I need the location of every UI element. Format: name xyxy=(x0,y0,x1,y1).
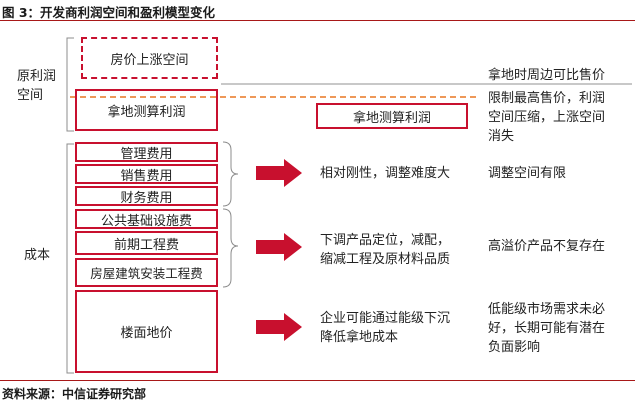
box-public-infra-fee: 公共基础设施费 xyxy=(75,209,218,229)
note-land-line-1: 企业可能通过能级下沉 xyxy=(320,311,451,326)
engineering-brace xyxy=(222,208,239,288)
box-land-calc-profit: 拿地测算利润 xyxy=(75,89,218,131)
box-land-calc-profit-new: 拿地测算利润 xyxy=(316,103,468,129)
note-land: 企业可能通过能级下沉 降低拿地成本 xyxy=(320,309,450,347)
note-engineering-line-2: 缩减工程及原材料品质 xyxy=(320,252,451,267)
right-note-land-line-3: 负面影响 xyxy=(488,340,541,355)
right-note-fees: 调整空间有限 xyxy=(488,166,567,181)
engineering-arrow xyxy=(256,233,302,261)
right-note-land: 低能级市场需求未必 好，长期可能有潜在 负面影响 xyxy=(488,300,605,357)
box-sales-fee: 销售费用 xyxy=(75,164,218,184)
group-label-profit-space: 原利润空间 xyxy=(17,67,56,105)
box-price-increase-space: 房价上涨空间 xyxy=(81,37,218,79)
right-note-price-limit-line-2: 限制最高售价，利润 xyxy=(488,91,606,106)
box-preliminary-eng-fee: 前期工程费 xyxy=(75,231,218,255)
right-note-price-limit-line-3: 空间压缩，上涨空间 xyxy=(488,110,606,125)
right-note-price-limit: 拿地时周边可比售价 限制最高售价，利润 空间压缩，上涨空间 消失 xyxy=(488,66,605,146)
fees-brace xyxy=(222,141,239,207)
note-fees-rigid: 相对刚性，调整难度大 xyxy=(320,166,451,181)
cost-group-bracket xyxy=(66,143,74,374)
box-land-price: 楼面地价 xyxy=(75,290,218,373)
group-label-cost: 成本 xyxy=(24,248,51,263)
title-rule xyxy=(0,20,635,21)
figure-title: 图 3：开发商利润空间和盈利模型变化 xyxy=(2,5,216,20)
note-land-line-2: 降低拿地成本 xyxy=(320,330,399,345)
source-rule xyxy=(0,380,635,381)
box-building-install-fee: 房屋建筑安装工程费 xyxy=(75,258,218,287)
land-arrow xyxy=(256,313,302,341)
right-note-land-line-1: 低能级市场需求未必 xyxy=(488,302,606,317)
note-engineering: 下调产品定位，减配， 缩减工程及原材料品质 xyxy=(320,231,450,269)
right-note-price-limit-line-4: 消失 xyxy=(488,129,515,144)
figure-source: 资料来源：中信证券研究部 xyxy=(2,387,147,401)
group-label-profit-space-text: 原利润空间 xyxy=(17,69,57,103)
box-financial-fee: 财务费用 xyxy=(75,186,218,206)
profit-group-bracket xyxy=(66,37,74,132)
right-note-land-line-2: 好，长期可能有潜在 xyxy=(488,321,606,336)
right-note-engineering: 高溢价产品不复存在 xyxy=(488,239,606,254)
box-management-fee: 管理费用 xyxy=(75,142,218,162)
note-engineering-line-1: 下调产品定位，减配， xyxy=(320,233,451,248)
right-note-price-limit-line-1: 拿地时周边可比售价 xyxy=(488,68,606,83)
fees-arrow xyxy=(256,159,302,187)
